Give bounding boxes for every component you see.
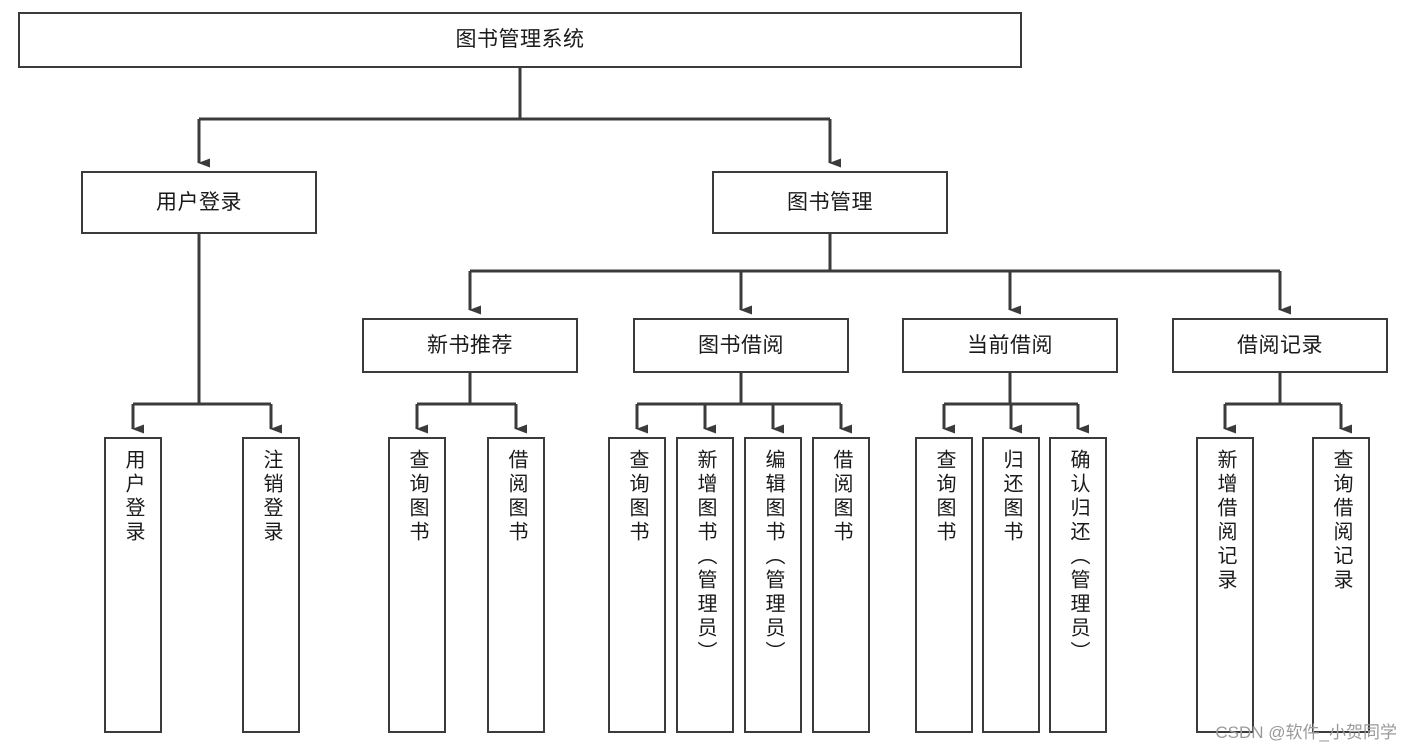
node-label: 图书管理 <box>787 190 873 214</box>
watermark-label: CSDN @软件_小贺同学 <box>1215 723 1397 742</box>
node-label: 用户登录 <box>156 190 242 214</box>
leaf-node-leaf-logout-login[interactable]: 注销登录 <box>242 437 300 733</box>
submodule-node-borrow-record[interactable]: 借阅记录 <box>1172 318 1388 373</box>
node-label: 图书管理系统 <box>455 28 585 52</box>
leaf-node-leaf-confirm-return[interactable]: 确认归还（管理员） <box>1049 437 1107 733</box>
leaf-node-leaf-return-book[interactable]: 归还图书 <box>982 437 1040 733</box>
node-label: 查询图书 <box>626 449 648 545</box>
node-label: 编辑图书（管理员） <box>762 449 784 665</box>
node-label: 当前借阅 <box>967 333 1053 357</box>
node-label: 借阅图书 <box>505 449 527 545</box>
submodule-node-new-book-recommend[interactable]: 新书推荐 <box>362 318 578 373</box>
node-label: 确认归还（管理员） <box>1067 449 1089 665</box>
leaf-node-leaf-add-book[interactable]: 新增图书（管理员） <box>676 437 734 733</box>
leaf-node-leaf-edit-book[interactable]: 编辑图书（管理员） <box>744 437 802 733</box>
node-label: 查询图书 <box>933 449 955 545</box>
node-label: 查询借阅记录 <box>1330 449 1352 593</box>
connector-lines <box>131 68 1352 434</box>
module-node-book-manage[interactable]: 图书管理 <box>712 171 948 234</box>
node-label: 新增借阅记录 <box>1214 449 1236 593</box>
node-label: 图书借阅 <box>698 333 784 357</box>
node-label: 注销登录 <box>260 449 282 545</box>
leaf-node-leaf-user-login[interactable]: 用户登录 <box>104 437 162 733</box>
leaf-node-leaf-query-record[interactable]: 查询借阅记录 <box>1312 437 1370 733</box>
node-label: 查询图书 <box>406 449 428 545</box>
node-label: 借阅记录 <box>1237 333 1323 357</box>
node-label: 新增图书（管理员） <box>694 449 716 665</box>
submodule-node-book-borrow[interactable]: 图书借阅 <box>633 318 849 373</box>
node-label: 用户登录 <box>122 449 144 545</box>
leaf-node-leaf-borrow-book-1[interactable]: 借阅图书 <box>487 437 545 733</box>
leaf-node-leaf-query-book-2[interactable]: 查询图书 <box>608 437 666 733</box>
node-label: 借阅图书 <box>830 449 852 545</box>
leaf-node-leaf-query-book-3[interactable]: 查询图书 <box>915 437 973 733</box>
leaf-node-leaf-add-record[interactable]: 新增借阅记录 <box>1196 437 1254 733</box>
module-node-user-login[interactable]: 用户登录 <box>81 171 317 234</box>
node-label: 归还图书 <box>1000 449 1022 545</box>
leaf-node-leaf-borrow-book-2[interactable]: 借阅图书 <box>812 437 870 733</box>
node-label: 新书推荐 <box>427 333 513 357</box>
root-node-root[interactable]: 图书管理系统 <box>18 12 1022 68</box>
leaf-node-leaf-query-book-1[interactable]: 查询图书 <box>388 437 446 733</box>
submodule-node-current-borrow[interactable]: 当前借阅 <box>902 318 1118 373</box>
